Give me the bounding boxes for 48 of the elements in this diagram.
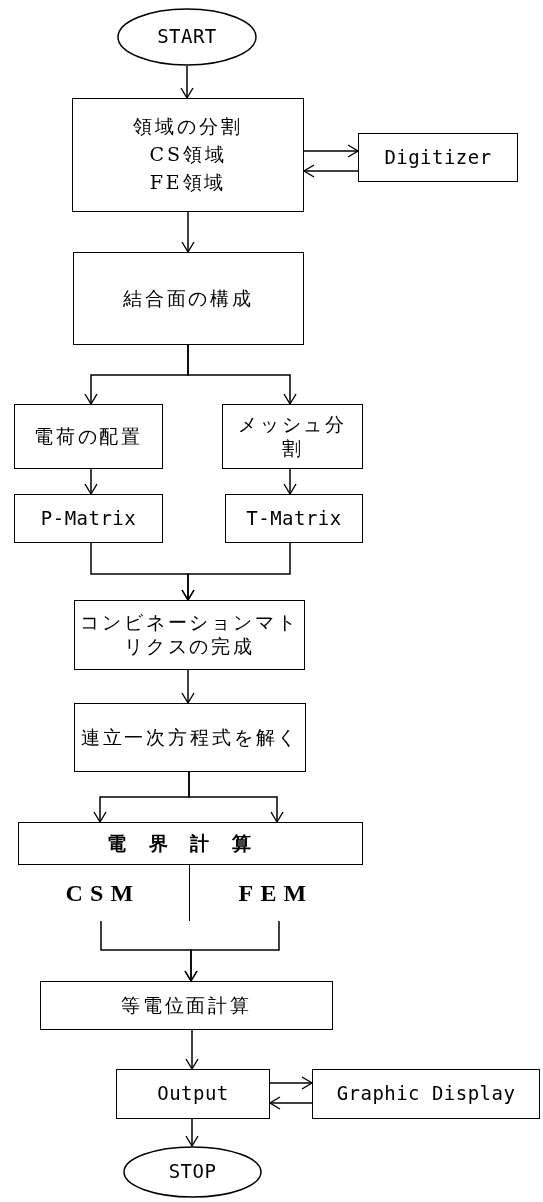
process-box: [225, 494, 363, 543]
arrow: [283, 468, 297, 495]
process-box: [73, 252, 304, 345]
arrow: [180, 65, 194, 99]
terminal-ellipse: [123, 1146, 262, 1198]
box-label: FEM: [238, 878, 314, 908]
arrow: [188, 771, 284, 823]
terminal-ellipse: [117, 8, 257, 66]
box-label: メッシュ分割: [236, 412, 349, 461]
box-label: 電荷の配置: [33, 424, 144, 449]
process-box: [72, 98, 304, 212]
box-label: 領域の分割: [133, 115, 243, 140]
process-box: [74, 703, 306, 772]
arrow: [181, 542, 291, 601]
process-box: [358, 133, 518, 182]
arrow: [84, 468, 98, 495]
process-box: [116, 1069, 270, 1119]
process-box: [74, 600, 305, 670]
box-label: コンビネーションマトリクスの完成: [79, 611, 300, 659]
arrow: [269, 1076, 313, 1090]
arrow: [185, 1029, 199, 1070]
process-box: [40, 981, 333, 1030]
arrow: [184, 920, 280, 982]
box-label: Graphic Display: [336, 1082, 516, 1106]
box-label: START: [157, 25, 217, 49]
arrow: [185, 1118, 199, 1147]
box-label: CSM: [65, 878, 141, 908]
box-label: T-Matrix: [246, 506, 342, 531]
box-label: Output: [157, 1082, 229, 1106]
arrow: [303, 164, 359, 178]
arrow: [303, 144, 359, 158]
process-box: [14, 494, 163, 543]
arrow: [187, 344, 297, 405]
box-label: 結合面の構成: [122, 286, 255, 311]
arrow: [181, 211, 195, 253]
arrow: [181, 669, 195, 704]
process-box: [222, 404, 363, 469]
box-label: FE領域: [149, 170, 227, 195]
process-box: [312, 1069, 540, 1119]
process-box: [14, 404, 163, 469]
box-label: 電界計算: [106, 831, 275, 856]
box-label: STOP: [168, 1160, 217, 1184]
box-label: 連立一次方程式を解く: [80, 725, 300, 750]
box-label: Digitizer: [384, 145, 492, 170]
box-label: CS領域: [149, 143, 227, 167]
arrow: [269, 1096, 313, 1110]
box-label: P-Matrix: [40, 506, 137, 531]
box-label: 等電位面計算: [120, 993, 253, 1018]
